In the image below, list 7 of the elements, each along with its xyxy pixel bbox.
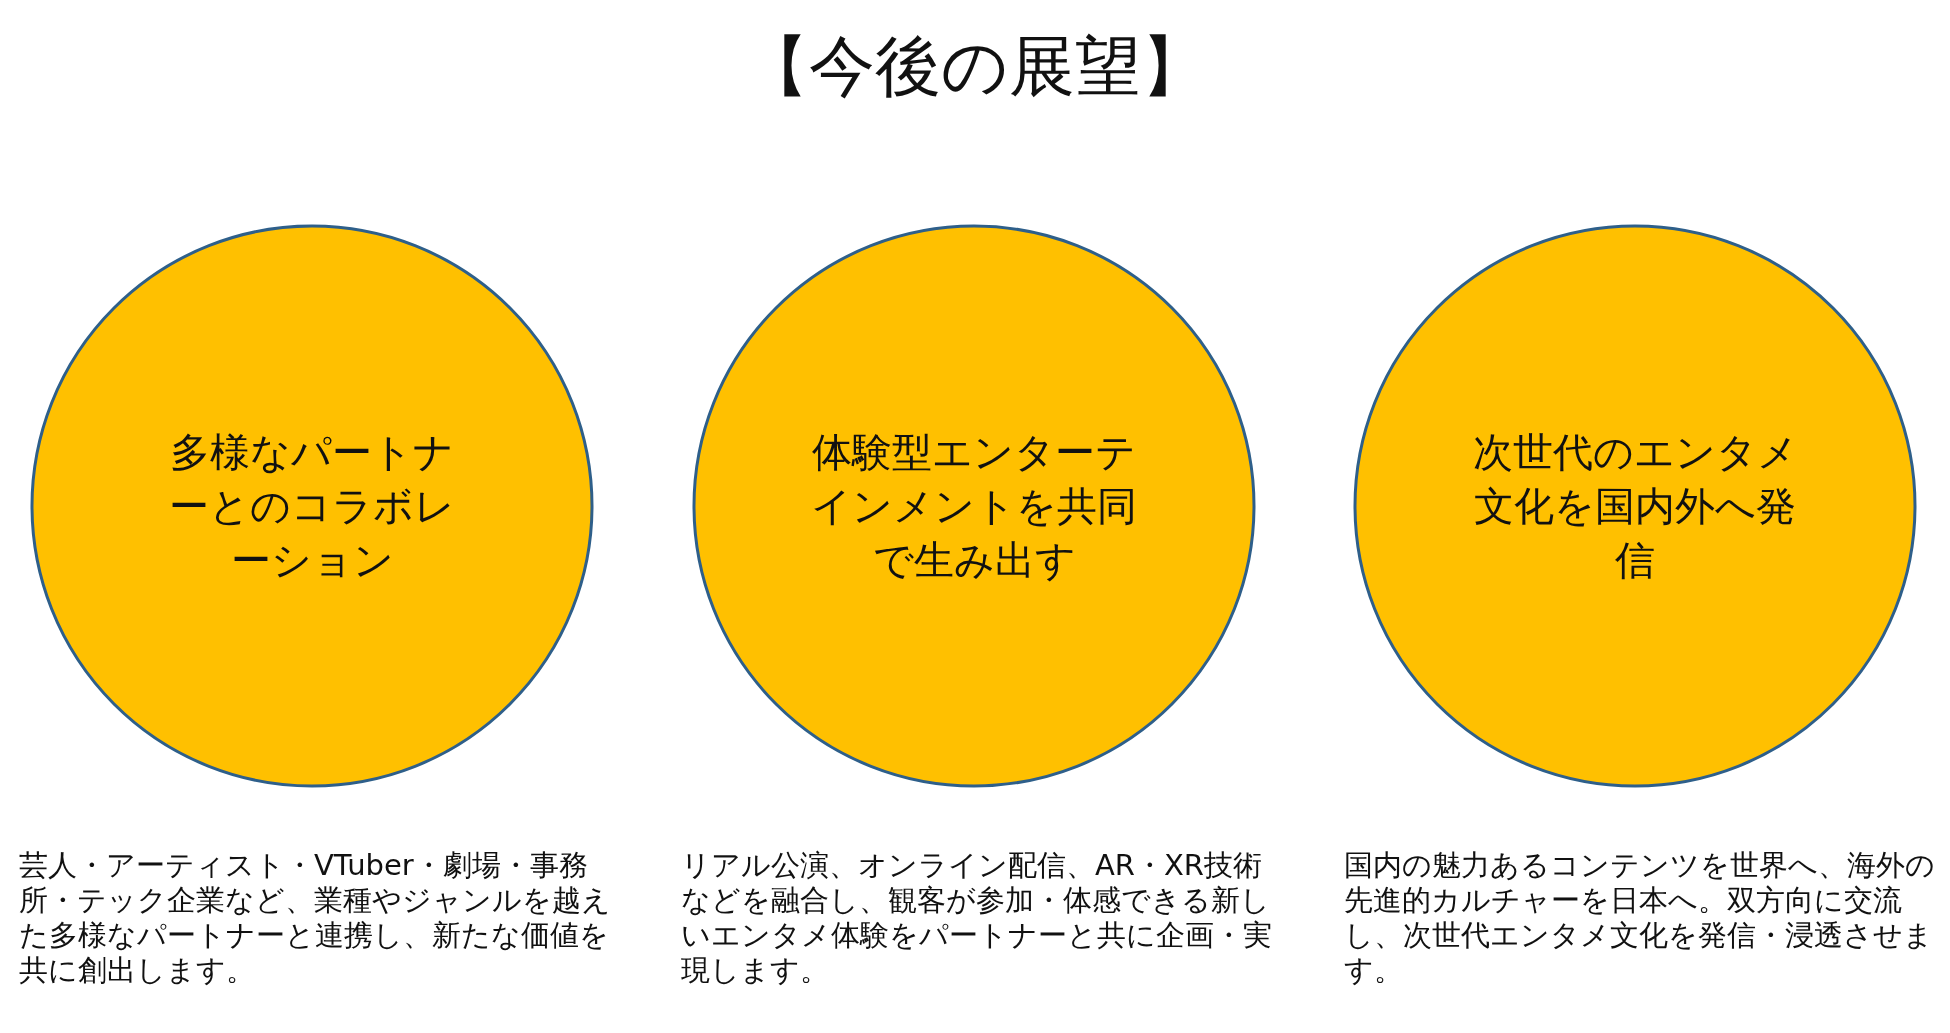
heading-text: 体験型エンターテインメントを共同で生み出す xyxy=(810,428,1138,585)
description-text: 国内の魅力あるコンテンツを世界へ、海外の先進的カルチャーを日本へ。双方向に交流し、次世代エンタメ文化を発信・浸透させます。 xyxy=(1344,848,1936,988)
description-text: 芸人・アーティスト・VTuber・劇場・事務所・テック企業など、業種やジャンルを越えた多様なパートナーと連携し、新たな価値を共に創出します。 xyxy=(19,848,612,988)
title: 【今後の展望】 xyxy=(742,27,1208,107)
heading-text: 次世代のエンタメ文化を国内外へ発信 xyxy=(1471,428,1799,585)
description-text: リアル公演、オンライン配信、AR・XR技術などを融合し、観客が参加・体感できる新しいエンタメ体験をパートナーと共に企画・実現します。 xyxy=(681,848,1273,988)
heading-text: 多様なパートナーとのコラボレーション xyxy=(168,428,456,585)
